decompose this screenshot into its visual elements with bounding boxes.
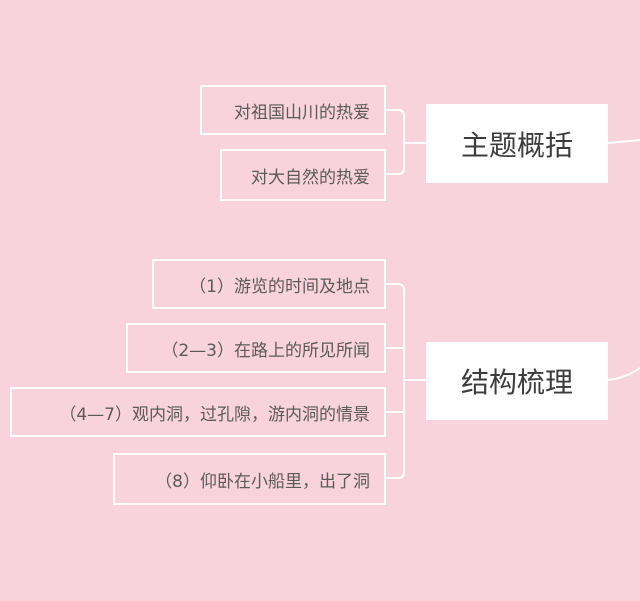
structure-item-1: （1）游览的时间及地点 xyxy=(152,259,386,309)
structure-item-3: （4—7）观内洞，过孔隙，游内洞的情景 xyxy=(10,387,386,437)
hub-structure-outline: 结构梳理 xyxy=(426,342,608,420)
bracket-theme xyxy=(384,109,405,175)
edge-theme-offscreen xyxy=(607,139,640,144)
structure-item-4: （8）仰卧在小船里，出了洞 xyxy=(113,453,386,505)
theme-item-1: 对祖国山川的热爱 xyxy=(200,85,386,135)
bracket-structure xyxy=(384,283,405,479)
theme-item-2: 对大自然的热爱 xyxy=(220,149,386,201)
edge-structure-offscreen xyxy=(607,367,640,381)
structure-item-2: （2—3）在路上的所见所闻 xyxy=(126,323,386,373)
hub-theme-summary: 主题概括 xyxy=(426,104,608,183)
